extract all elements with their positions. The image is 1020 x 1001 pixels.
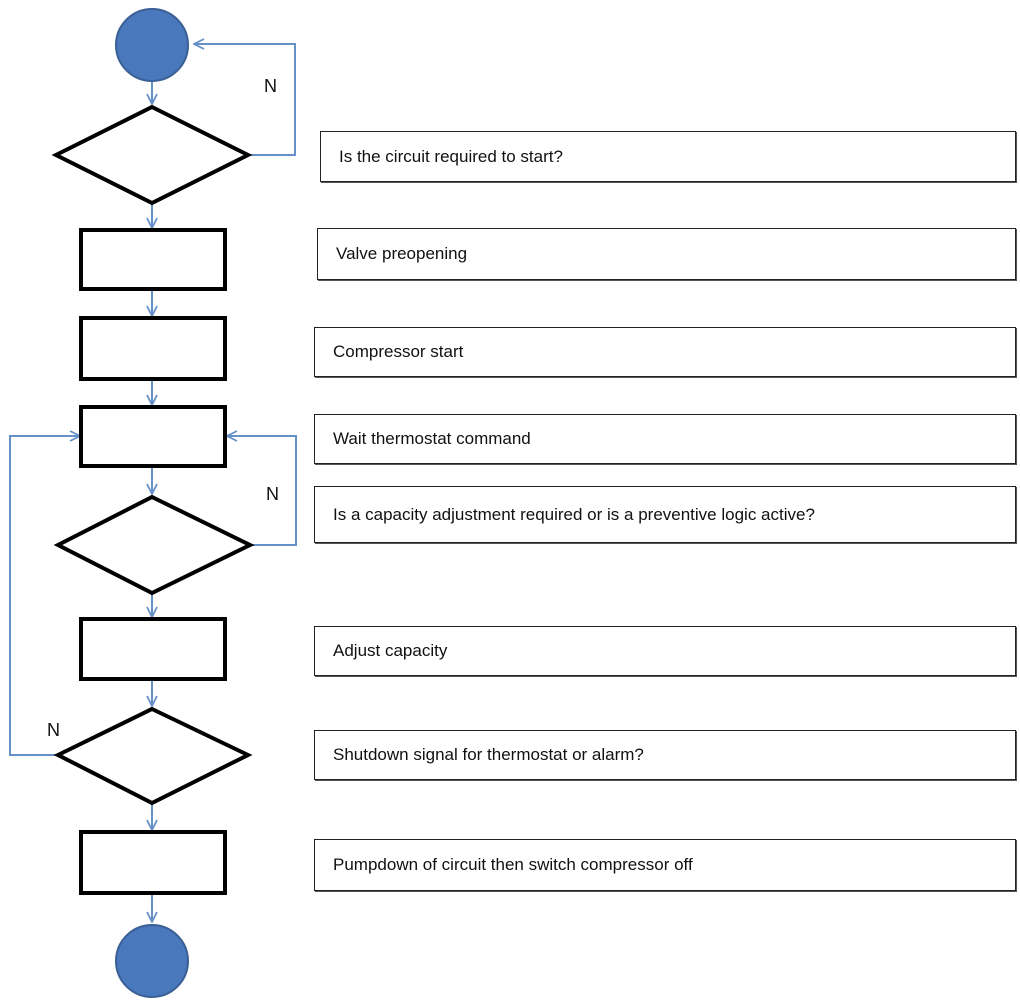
- step-description-capacity-adjustment: Is a capacity adjustment required or is …: [314, 486, 1016, 543]
- shutdown-loop-label: N: [47, 720, 60, 740]
- process-adjust-capacity: [79, 617, 227, 681]
- step-description-adjust-capacity: Adjust capacity: [314, 626, 1016, 676]
- decision-capacity-adjustment: [53, 494, 255, 596]
- decision-shutdown-signal: [53, 706, 253, 806]
- connector-loop-shutdown: [9, 436, 80, 756]
- step-description-pumpdown: Pumpdown of circuit then switch compress…: [314, 839, 1016, 891]
- step-description-valve-preopening: Valve preopening: [317, 228, 1016, 280]
- process-valve-preopening: [79, 228, 227, 291]
- start-loop-label: N: [264, 76, 277, 96]
- process-pumpdown: [79, 830, 227, 895]
- step-description-shutdown-signal: Shutdown signal for thermostat or alarm?: [314, 730, 1016, 780]
- connector-loop-capacity: [227, 436, 297, 546]
- connector-loop-start: [194, 44, 296, 156]
- step-description-compressor-start: Compressor start: [314, 327, 1016, 377]
- step-description-start-required: Is the circuit required to start?: [320, 131, 1016, 182]
- process-compressor-start: [79, 316, 227, 381]
- process-wait-thermostat: [79, 405, 227, 468]
- capacity-loop-label: N: [266, 484, 279, 504]
- end-terminal: [115, 924, 189, 998]
- step-description-wait-thermostat: Wait thermostat command: [314, 414, 1016, 464]
- start-terminal: [115, 8, 189, 82]
- decision-start-required: [51, 104, 253, 206]
